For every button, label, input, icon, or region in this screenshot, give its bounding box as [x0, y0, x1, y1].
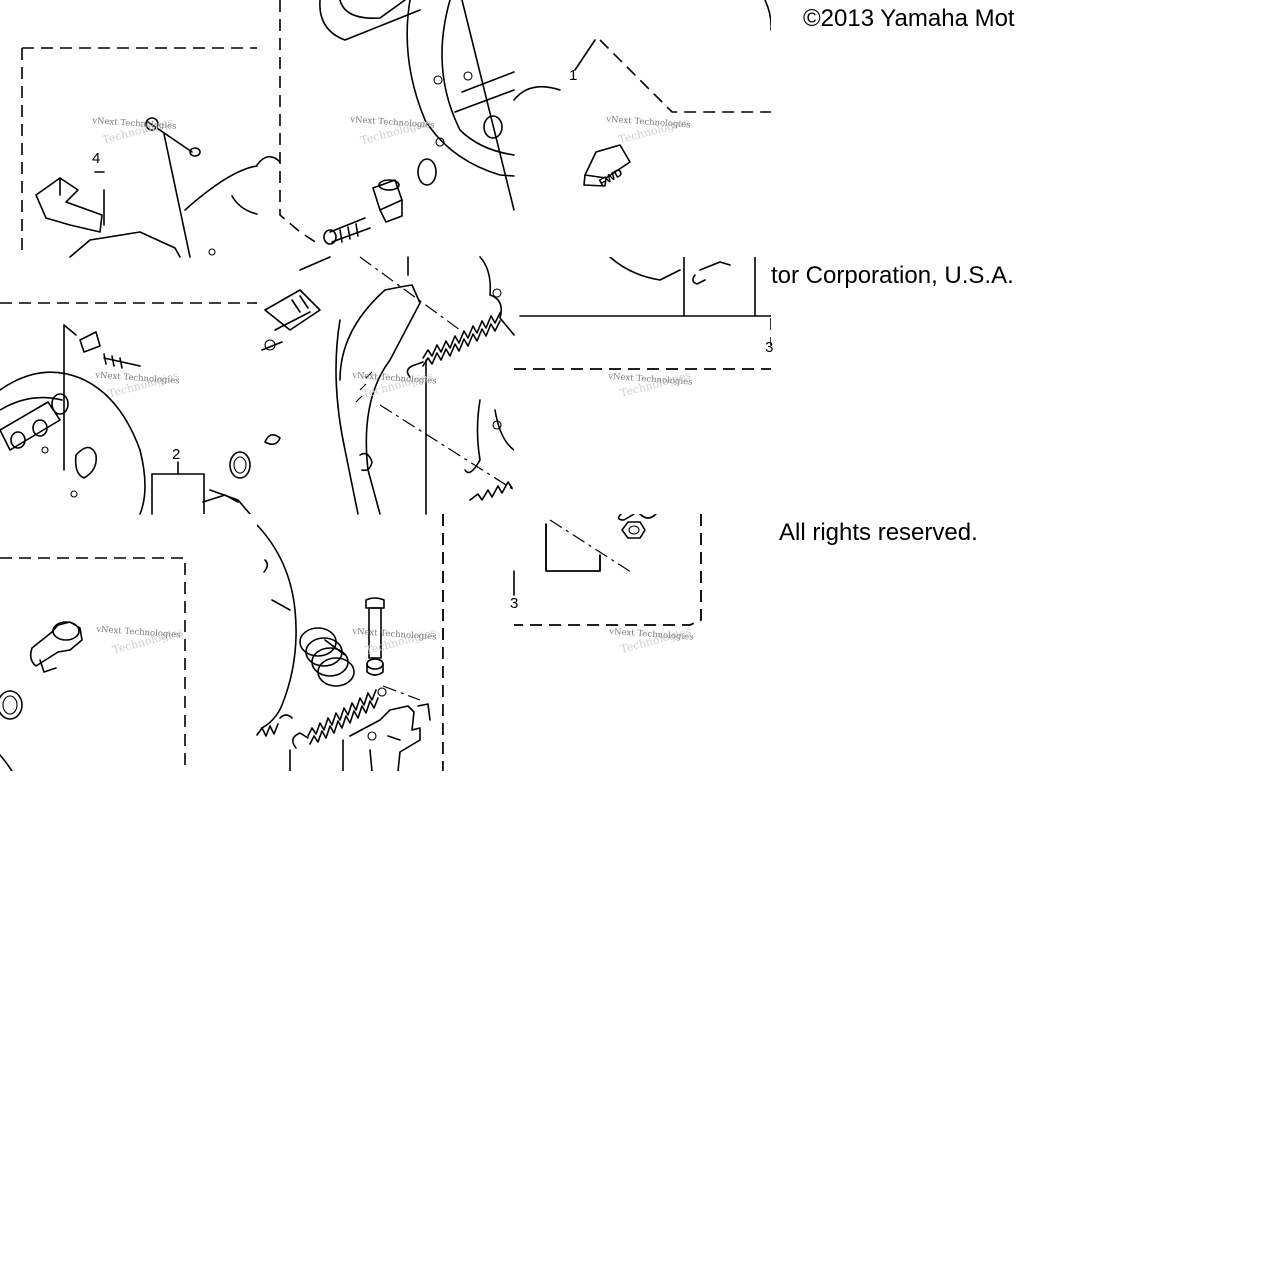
copyright-line-2: tor Corporation, U.S.A.: [771, 262, 1014, 289]
return-spring-upper: [406, 312, 501, 378]
fwd-direction-tag: FWD: [597, 167, 625, 190]
callout-3-lower: 3: [510, 595, 518, 612]
tile-brake-shoe-center: [261, 256, 515, 515]
copyright-line-3: All rights reserved.: [779, 519, 978, 546]
tile-brake-plate-top-left: [21, 47, 258, 258]
tile-brake-plate-top-right: [513, 0, 772, 187]
adjuster-spring: [299, 627, 355, 687]
callout-3-upper: 3: [765, 339, 773, 356]
callout-1: 1: [569, 67, 577, 84]
tile-brake-plate-mid-left: [0, 302, 257, 515]
tile-brake-plate-mid-right: [514, 256, 772, 370]
callout-4: 4: [92, 150, 100, 167]
copyright-line-1: ©2013 Yamaha Mot: [803, 5, 1015, 32]
callout-labels: 1 2 3 3 4: [92, 67, 773, 612]
tile-brake-plate-top-center: [256, 0, 515, 246]
tile-nut-lower-right: [513, 513, 702, 626]
tile-brake-cam-lower-left: [0, 557, 186, 772]
callout-2: 2: [172, 446, 180, 463]
return-spring-lower: [292, 687, 387, 749]
